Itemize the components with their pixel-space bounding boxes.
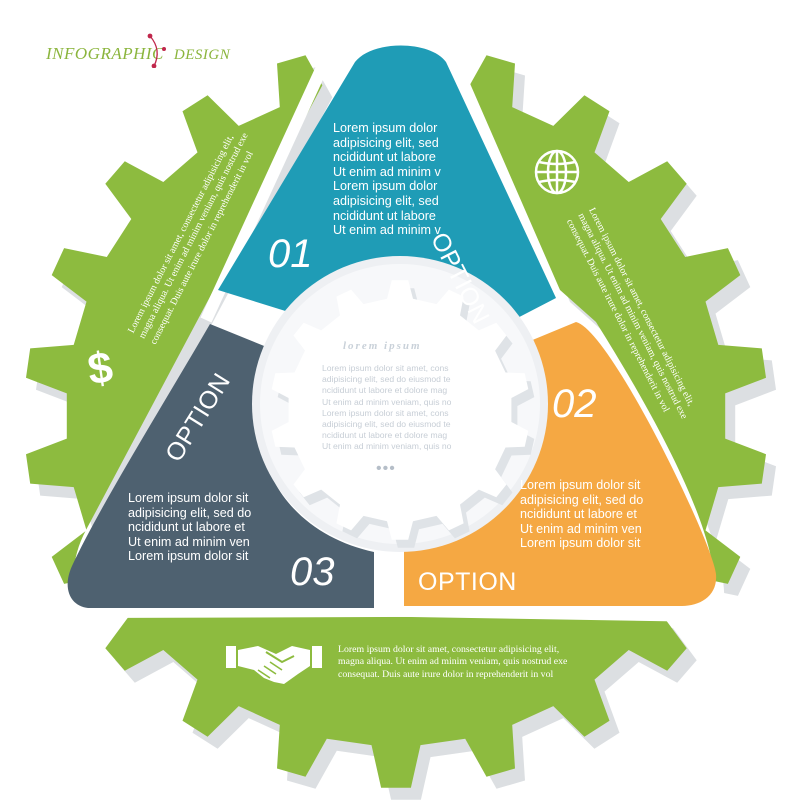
segment-03-line: ncididunt ut labore et — [128, 520, 245, 535]
segment-02-number: 02 — [552, 382, 597, 426]
segment-01-line: adipisicing elit, sed — [333, 193, 439, 208]
handshake-icon — [226, 646, 322, 684]
segment-02-text: Lorem ipsum dolor sit adipisicing elit, … — [520, 478, 643, 551]
segment-02-shape — [404, 322, 717, 606]
segment-02-line: ncididunt ut labore et — [520, 507, 637, 522]
segment-01-text: Lorem ipsum dolor adipisicing elit, sed … — [333, 121, 441, 238]
segment-03-line: adipisicing elit, sed do — [128, 505, 252, 520]
segment-03-number: 03 — [290, 550, 335, 594]
segment-01-line: Lorem ipsum dolor — [333, 179, 438, 194]
center-line: Ut enim ad minim veniam, quis no — [322, 396, 452, 407]
center-title: lorem ipsum — [343, 340, 422, 352]
globe-icon — [534, 149, 580, 195]
center-dots: ••• — [376, 460, 396, 477]
inner-gear — [271, 280, 529, 540]
segment-02-option: OPTION — [418, 568, 517, 596]
segment-03-shape — [67, 324, 375, 608]
gap-left — [200, 47, 336, 323]
segment-01-line: Lorem ipsum dolor — [333, 121, 438, 135]
segment-03-line: Lorem ipsum dolor sit — [128, 549, 249, 564]
segment-02-line: Ut enim ad minim ven — [520, 521, 642, 536]
center-line: Ut enim ad minim veniam, quis no — [322, 441, 452, 452]
segment-01-shape — [218, 45, 556, 326]
center-line: adipisicing elit, sed do eiusmod te — [322, 374, 451, 385]
center-line: ncididunt ut labore et dolore mag — [322, 430, 448, 441]
segment-01-line: Ut enim ad minim v — [333, 164, 441, 179]
gear-bottom-line: consequat. Duis aute irure dolor in repr… — [338, 668, 554, 680]
center-line: adipisicing elit, sed do eiusmod te — [322, 419, 451, 430]
segment-02-line: Lorem ipsum dolor sit — [520, 478, 641, 492]
brand-curve — [147, 33, 166, 68]
segment-01-line: adipisicing elit, sed — [333, 135, 439, 150]
segment-01-line: Ut enim ad minim v — [333, 223, 441, 238]
segment-03-line: Ut enim ad minim ven — [128, 534, 250, 549]
segment-01-line: ncididunt ut labore — [333, 208, 436, 223]
segment-02-line: adipisicing elit, sed do — [520, 492, 644, 507]
gap-right — [440, 47, 572, 323]
brand-part-1: INFOGRAPHIC — [46, 44, 164, 63]
center-line: Lorem ipsum dolor sit amet, cons — [322, 363, 449, 373]
segment-01-line: ncididunt ut labore — [333, 150, 436, 165]
segment-03-line: Lorem ipsum dolor sit — [128, 491, 249, 505]
brand-part-2: DESIGN — [173, 47, 231, 63]
gear-bottom-line: magna aliqua. Ut enim ad minim veniam, q… — [338, 656, 568, 668]
segment-02-line: Lorem ipsum dolor sit — [520, 536, 641, 551]
center-text: Lorem ipsum dolor sit amet, cons adipisi… — [322, 363, 451, 453]
gear-bottom-text: Lorem ipsum dolor sit amet, consectetur … — [338, 644, 567, 681]
gear-bottom-line: Lorem ipsum dolor sit amet, consectetur … — [338, 644, 560, 655]
brand-logo: INFOGRAPHIC DESIGN — [46, 33, 231, 68]
center-line: Lorem ipsum dolor sit amet, cons — [322, 407, 449, 418]
center-line: ncididunt ut labore et dolore mag — [322, 385, 448, 396]
segment-01-number: 01 — [268, 232, 313, 276]
segment-03-text: Lorem ipsum dolor sit adipisicing elit, … — [128, 491, 251, 564]
